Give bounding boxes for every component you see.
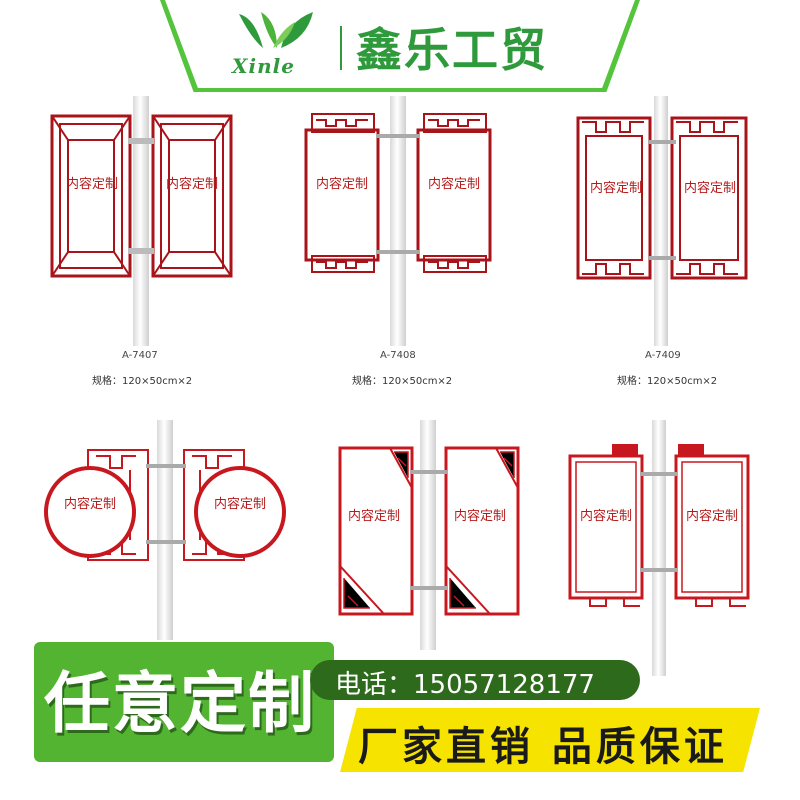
content-label: 内容定制 [315, 177, 368, 192]
product-a7409-drawing [576, 96, 748, 346]
banner-background [34, 642, 334, 762]
phone-number[interactable]: 电话：15057128177 [335, 670, 595, 700]
slogan-bar [340, 708, 760, 772]
product-tab-drawing [568, 420, 750, 676]
product-a7407-drawing [50, 96, 233, 346]
spec-text: 规格：120×50cm×2 [352, 376, 453, 387]
model-number: A-7408 [380, 350, 416, 361]
brand-chinese: 鑫乐工贸 [356, 23, 548, 77]
brand-latin: Xinle [232, 54, 295, 78]
header-panel [165, 0, 635, 88]
content-label: 内容定制 [683, 181, 736, 196]
phone-bar [310, 660, 640, 700]
content-label: 内容定制 [427, 177, 480, 192]
content-label: 内容定制 [213, 497, 266, 512]
model-number: A-7407 [122, 350, 158, 361]
model-number: A-7409 [645, 350, 681, 361]
spec-text: 规格：120×50cm×2 [92, 376, 193, 387]
content-label: 内容定制 [65, 177, 118, 192]
logo-divider [340, 26, 342, 70]
content-label: 内容定制 [579, 509, 632, 524]
slogan-text: 厂家直销 品质保证 [358, 724, 728, 770]
banner-title: 任意定制 [44, 665, 316, 742]
content-label: 内容定制 [347, 509, 400, 524]
product-a7408-drawing [304, 96, 492, 346]
content-label: 内容定制 [589, 181, 642, 196]
leaf-w-logo-icon [239, 12, 313, 48]
content-label: 内容定制 [165, 177, 218, 192]
spec-text: 规格：120×50cm×2 [617, 376, 718, 387]
content-label: 内容定制 [685, 509, 738, 524]
product-circle-drawing [44, 420, 286, 640]
content-label: 内容定制 [453, 509, 506, 524]
product-diagonal-drawing [338, 420, 520, 650]
content-label: 内容定制 [63, 497, 116, 512]
